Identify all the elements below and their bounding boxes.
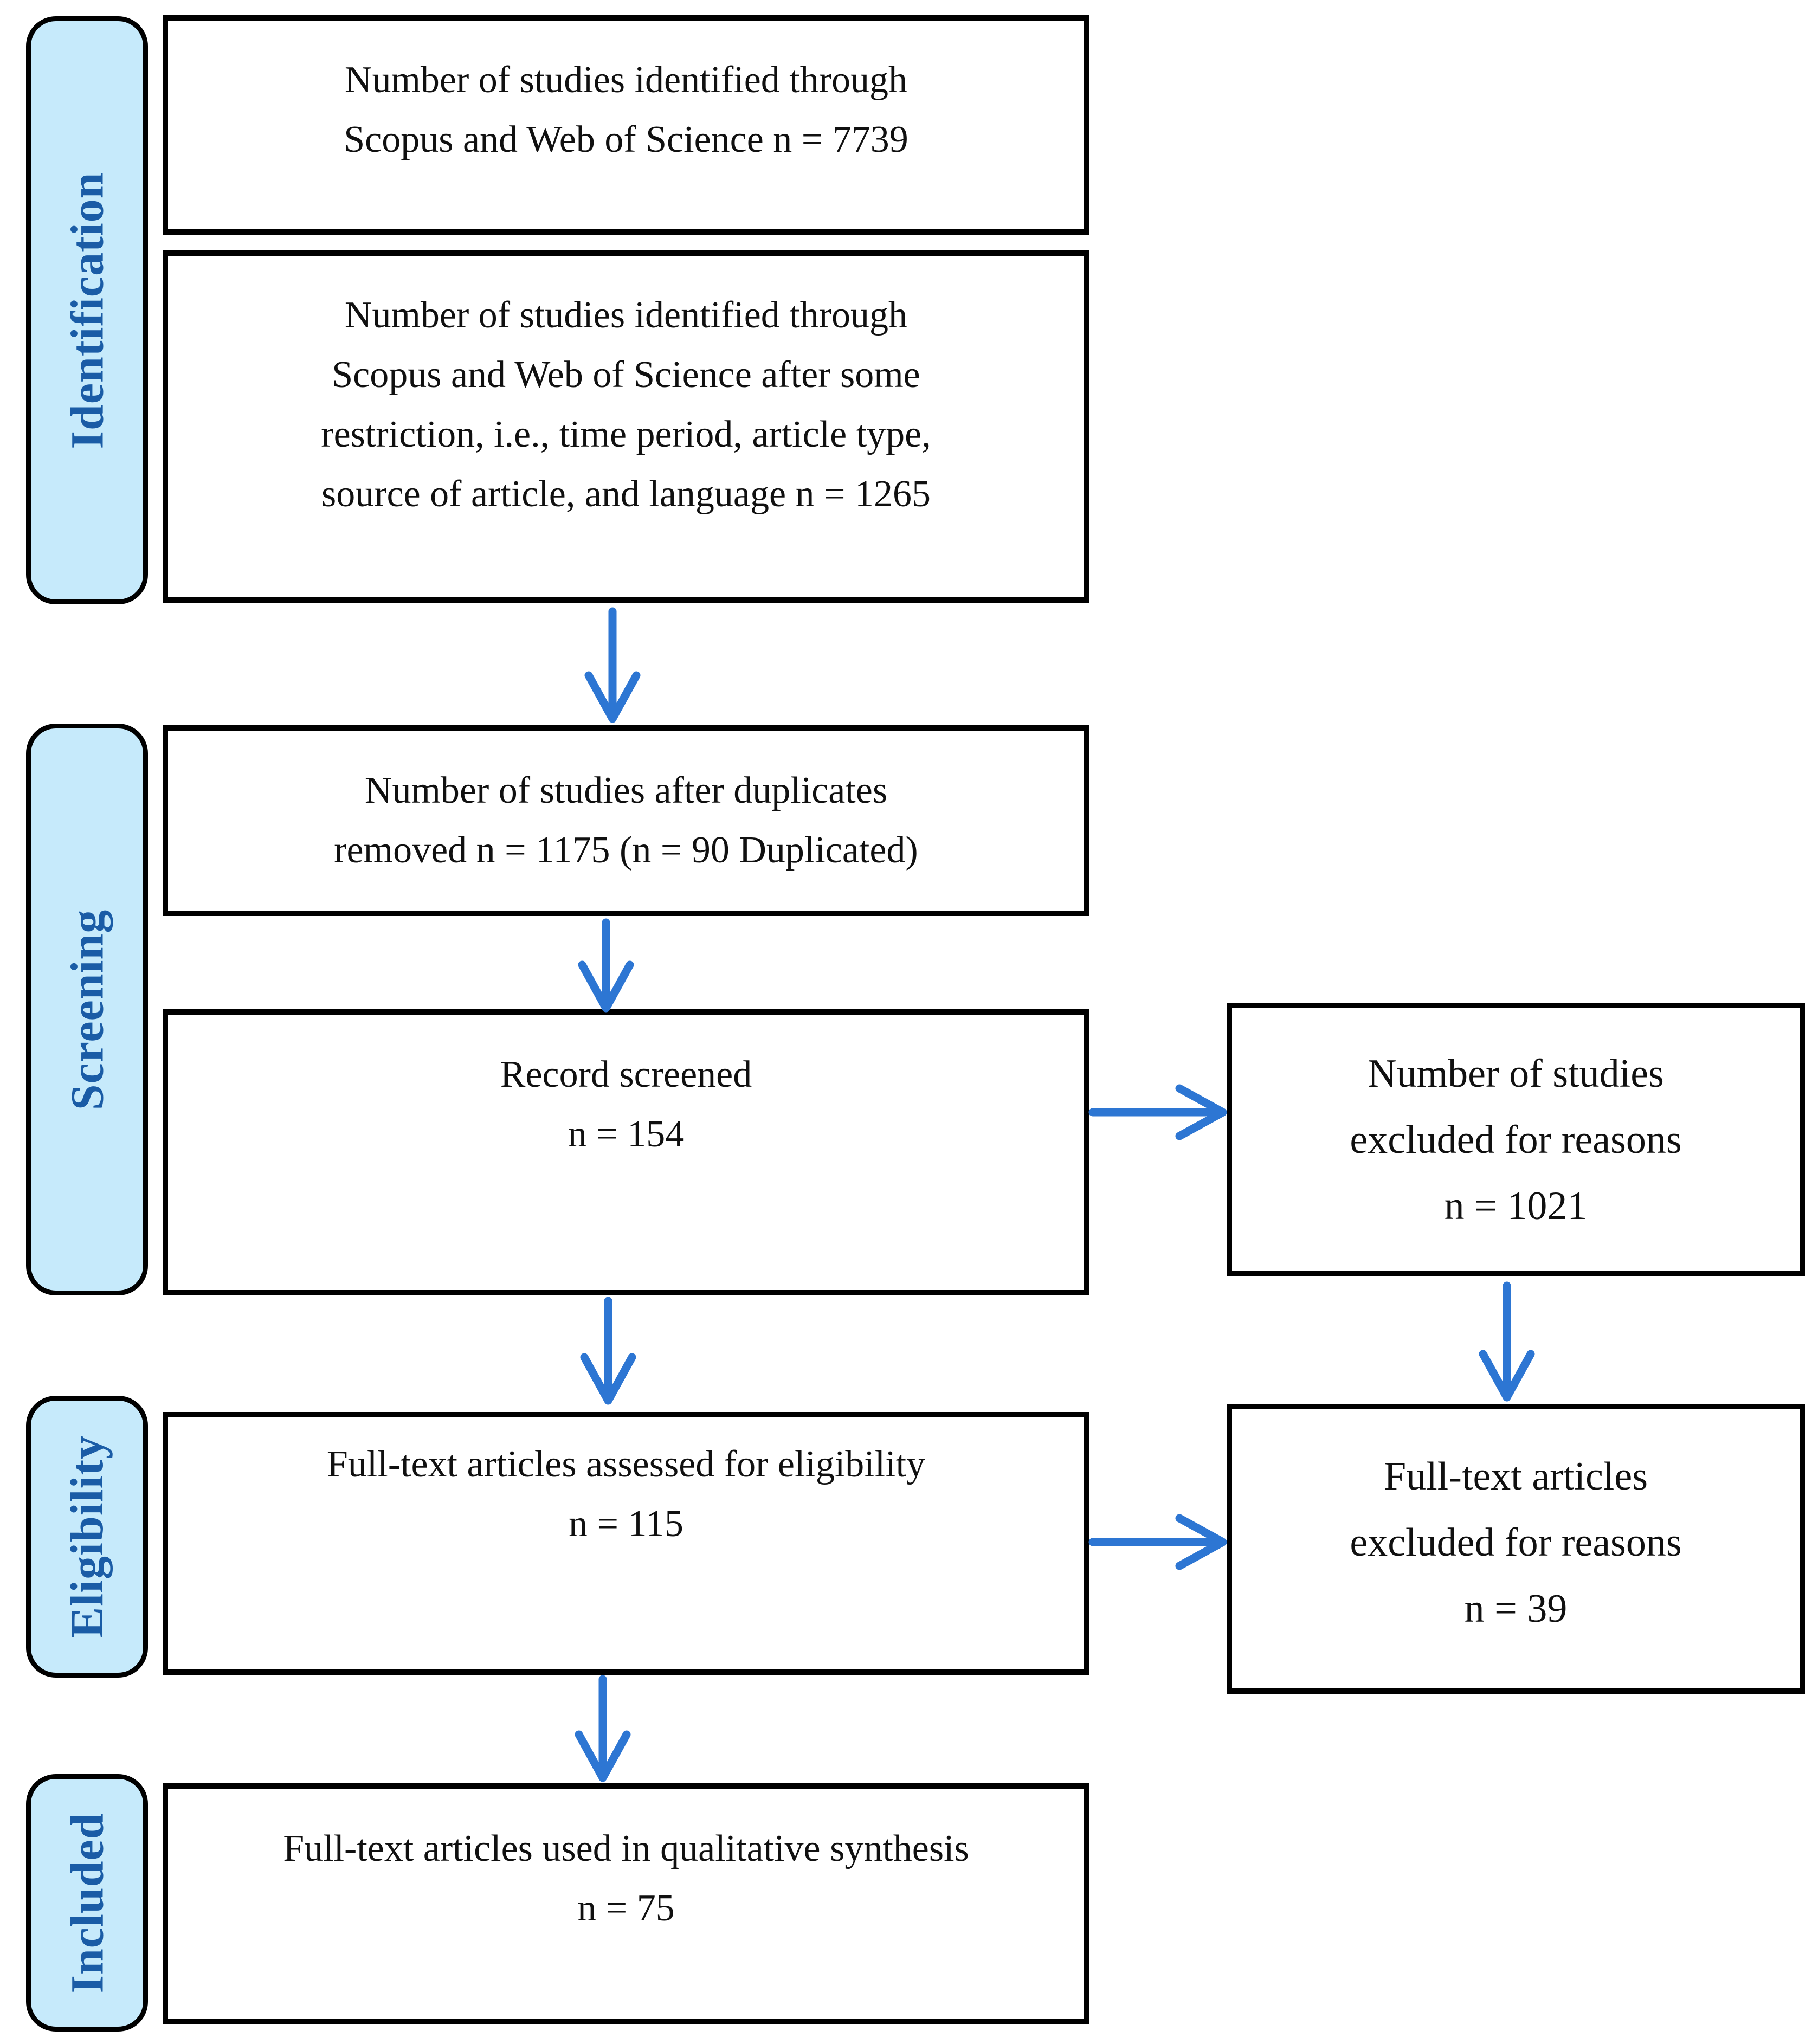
box-line: Number of studies identified through — [344, 59, 908, 101]
arrow-right-screened-to-excluded-icon — [1088, 1084, 1227, 1140]
stage-label-text: Eligibility — [61, 1435, 113, 1639]
box-line: Number of studies — [1368, 1051, 1664, 1096]
box-fulltext-excluded: Full-text articles excluded for reasons … — [1227, 1404, 1805, 1694]
box-line: n = 75 — [577, 1887, 675, 1929]
box-line: Number of studies identified through — [344, 294, 908, 336]
box-duplicates-removed: Number of studies after duplicates remov… — [163, 725, 1089, 916]
arrow-down-assessed-to-included-icon — [575, 1675, 631, 1782]
box-line: Scopus and Web of Science n = 7739 — [344, 118, 908, 160]
stage-label-eligibility: Eligibility — [26, 1396, 148, 1678]
box-line: Full-text articles used in qualitative s… — [283, 1828, 969, 1869]
stage-label-text: Included — [61, 1812, 113, 1994]
box-records-screened: Record screened n = 154 — [163, 1009, 1089, 1295]
box-line: n = 39 — [1464, 1586, 1568, 1631]
stage-label-screening: Screening — [26, 724, 148, 1295]
box-excluded-for-reasons-screening: Number of studies excluded for reasons n… — [1227, 1003, 1805, 1276]
box-line: n = 154 — [568, 1113, 685, 1155]
stage-label-included: Included — [26, 1774, 148, 2032]
box-line: Number of studies after duplicates — [364, 770, 888, 811]
box-line: n = 1021 — [1444, 1183, 1588, 1228]
box-line: Record screened — [500, 1054, 752, 1095]
box-line: excluded for reasons — [1350, 1520, 1682, 1565]
box-line: restriction, i.e., time period, article … — [321, 414, 931, 455]
box-line: excluded for reasons — [1350, 1117, 1682, 1162]
stage-label-text: Screening — [61, 909, 113, 1110]
box-qualitative-synthesis: Full-text articles used in qualitative s… — [163, 1783, 1089, 2024]
stage-label-identification: Identification — [26, 16, 148, 604]
box-line: n = 115 — [569, 1503, 683, 1545]
arrow-down-excluded-to-fulltext-excluded-icon — [1479, 1281, 1535, 1402]
arrow-down-screened-to-assessed-icon — [580, 1297, 636, 1405]
box-line: Full-text articles — [1383, 1454, 1648, 1499]
box-line: source of article, and language n = 1265 — [321, 473, 931, 515]
arrow-down-restriction-to-dedup-icon — [584, 607, 641, 723]
box-line: Scopus and Web of Science after some — [332, 354, 920, 396]
box-line: Full-text articles assessed for eligibil… — [326, 1443, 926, 1485]
box-studies-after-restriction: Number of studies identified through Sco… — [163, 250, 1089, 603]
box-studies-identified: Number of studies identified through Sco… — [163, 15, 1089, 235]
arrow-down-dedup-to-screened-icon — [578, 918, 634, 1013]
box-line: removed n = 1175 (n = 90 Duplicated) — [334, 829, 918, 871]
arrow-right-assessed-to-fulltext-excluded-icon — [1088, 1514, 1227, 1570]
box-fulltext-assessed: Full-text articles assessed for eligibil… — [163, 1412, 1089, 1675]
stage-label-text: Identification — [61, 172, 113, 449]
